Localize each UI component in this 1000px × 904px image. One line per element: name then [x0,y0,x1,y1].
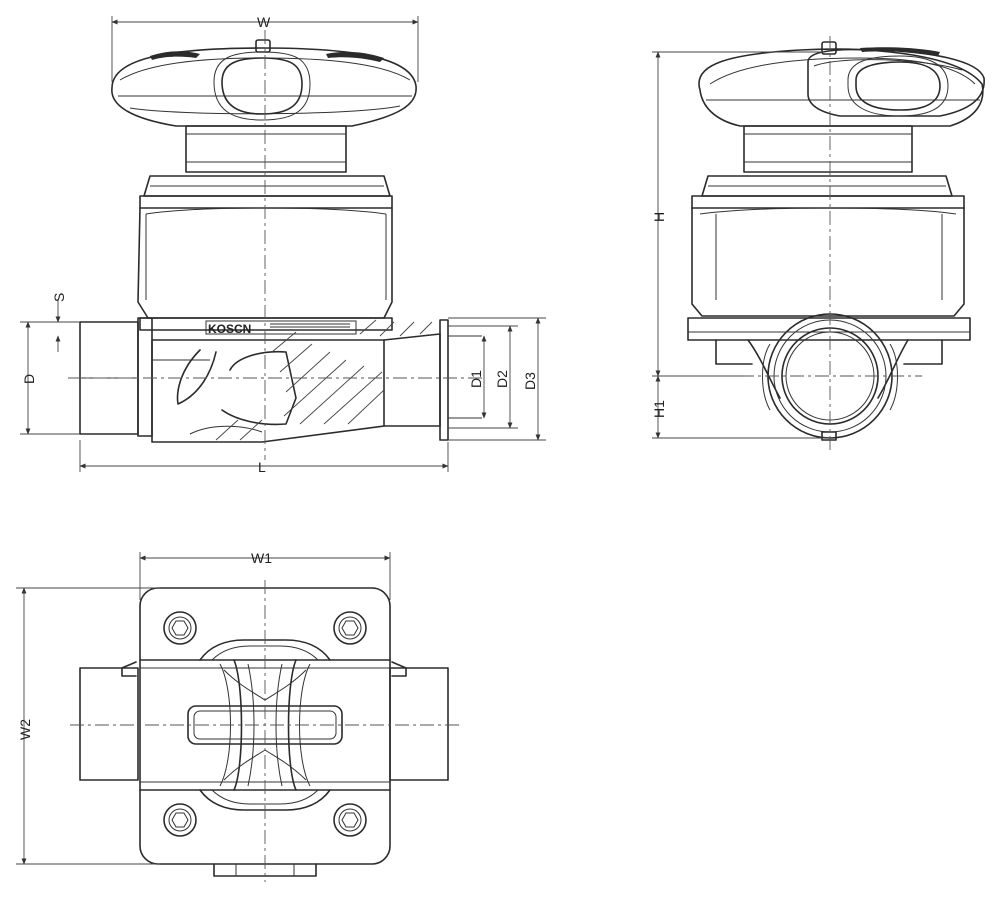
side-handwheel [698,41,985,127]
side-bonnet [691,125,965,317]
dim-w2-label: W2 [17,719,33,740]
dim-w1: W1 [139,550,391,600]
dim-d2: D2 [448,325,518,429]
dim-l: L [79,440,449,475]
dim-s: S [51,293,67,352]
bolt-top-left [163,611,197,645]
bolt-bottom-right [333,803,367,837]
section-hatching [215,319,433,441]
dim-d: D [20,321,80,435]
dim-s-label: S [51,293,67,302]
bolt-top-right [333,611,367,645]
dim-h-label: H [651,212,667,222]
dim-d-label: D [21,374,37,384]
dim-w: W [111,14,419,82]
dim-h1-label: H1 [651,400,667,418]
dim-d1: D1 [468,335,487,419]
dim-d3-label: D3 [522,372,538,390]
dim-w1-label: W1 [251,550,272,566]
dim-h: H [651,51,824,377]
top-right-port [389,667,449,781]
front-body: KOSCN [79,317,482,443]
front-bonnet [137,125,393,331]
side-body [687,313,971,441]
dim-w-label: W [257,14,271,30]
dim-d1-label: D1 [468,370,484,388]
bolt-bottom-left [163,803,197,837]
front-view: KOSCN W L D S [20,14,546,475]
side-view: H H1 [651,36,985,450]
dim-h1: H1 [651,375,830,439]
brand-mark: KOSCN [208,322,251,336]
dim-d2-label: D2 [494,370,510,388]
front-handwheel [111,39,417,127]
top-view: W1 W2 [16,550,460,882]
top-left-port [79,667,139,781]
dim-l-label: L [258,459,266,475]
dim-d3: D3 [448,317,546,441]
dim-w2: W2 [16,587,160,865]
